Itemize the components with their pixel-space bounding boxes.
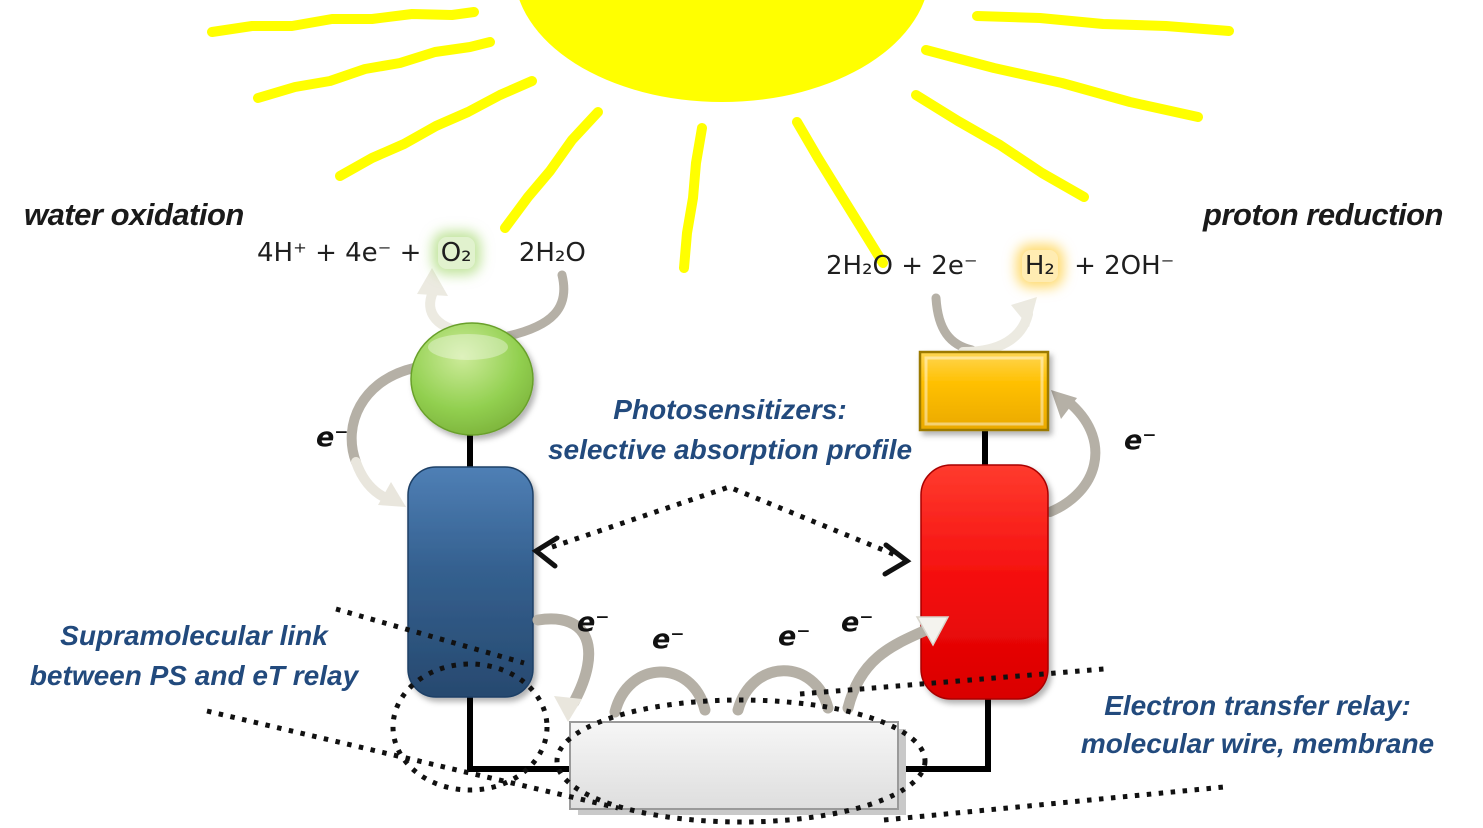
hydrogen-arrowhead bbox=[1011, 297, 1037, 327]
leader-line-relay-1 bbox=[799, 666, 1105, 697]
relay-highlight bbox=[554, 697, 928, 825]
supramolecular-note: Supramolecular link between PS and eT re… bbox=[10, 616, 378, 696]
photosensitizer-pointer-lines bbox=[551, 484, 899, 559]
oxidation-equation-rhs: 2H₂O bbox=[518, 238, 586, 268]
blue-to-relay-link bbox=[467, 694, 574, 772]
electron-label-hop-3: e⁻ bbox=[778, 621, 811, 652]
supramolecular-note-line2: between PS and eT relay bbox=[29, 660, 359, 691]
blue-photosensitizer-shape bbox=[407, 466, 534, 698]
relay-note-line1: Electron transfer relay: bbox=[1104, 690, 1411, 721]
oxygen-highlight: O₂ bbox=[437, 237, 475, 269]
proton-reduction-title: proton reduction bbox=[1203, 197, 1443, 232]
electron-label-hop-2: e⁻ bbox=[652, 624, 685, 655]
hydrogen-highlight: H₂ bbox=[1021, 250, 1058, 282]
catalyst-bevel bbox=[924, 356, 1044, 426]
hop1-arrowhead bbox=[554, 696, 582, 722]
electron-label-hop-1: e⁻ bbox=[577, 607, 610, 638]
electron-hop-arrows bbox=[532, 613, 930, 718]
reduction-catalyst-shape bbox=[918, 350, 1050, 432]
electron-label-left-cycle: e⁻ bbox=[316, 422, 349, 453]
photosensitizers-note-line2: selective absorption profile bbox=[547, 434, 913, 465]
supramolecular-link-highlight bbox=[390, 661, 550, 793]
arrowhead-to-blue bbox=[531, 535, 560, 569]
dotted-annotations bbox=[206, 484, 1225, 825]
electron-label-right-cycle: e⁻ bbox=[1124, 425, 1157, 456]
reduction-equation-rhs: + 2OH⁻ bbox=[1074, 251, 1175, 281]
electron-label-hop-4: e⁻ bbox=[841, 607, 874, 638]
water-in-arrow-right bbox=[931, 293, 977, 355]
hop-arrow-3 bbox=[732, 665, 834, 716]
red-photosensitizer-shape bbox=[920, 464, 1049, 700]
arrowhead-to-red bbox=[882, 542, 912, 577]
oxidation-equation-lhs: 4H⁺ + 4e⁻ + bbox=[257, 238, 422, 268]
pointer-arrowheads bbox=[531, 535, 912, 577]
oxidation-equation: 4H⁺ + 4e⁻ + O₂ 2H₂O bbox=[257, 237, 586, 269]
right-electron-arrowhead bbox=[1051, 390, 1077, 419]
hop-arrow-4 bbox=[842, 625, 930, 714]
photosensitizers-note-line1: Photosensitizers: bbox=[613, 394, 847, 425]
water-oxidation-title: water oxidation bbox=[24, 197, 244, 232]
catalyst-highlight bbox=[428, 334, 508, 360]
hop-arrow-1 bbox=[532, 613, 595, 708]
reduction-equation: 2H₂O + 2e⁻ H₂ + 2OH⁻ bbox=[826, 250, 1175, 282]
leader-line-relay-2 bbox=[883, 784, 1225, 823]
oxidation-catalyst-shape bbox=[410, 322, 534, 436]
sun-disk bbox=[519, 0, 925, 102]
relay-note-line2: molecular wire, membrane bbox=[1080, 728, 1435, 759]
photosensitizers-note: Photosensitizers: selective absorption p… bbox=[530, 390, 930, 470]
connectors bbox=[467, 428, 991, 772]
sun-rays bbox=[207, 7, 1234, 273]
red-to-relay-link bbox=[894, 696, 991, 772]
electron-relay-bar bbox=[569, 721, 899, 810]
supramolecular-note-line1: Supramolecular link bbox=[60, 620, 328, 651]
reduction-equation-lhs: 2H₂O + 2e⁻ bbox=[826, 251, 978, 281]
leader-line-supramolecular-1 bbox=[335, 606, 525, 666]
oxygen-arrowhead bbox=[417, 268, 448, 296]
cycle-arrows bbox=[346, 268, 1101, 517]
relay-note: Electron transfer relay: molecular wire,… bbox=[1060, 687, 1455, 763]
left-electron-cycle-arrow bbox=[346, 363, 419, 467]
right-electron-cycle-arrow bbox=[1045, 400, 1101, 517]
water-in-arrow bbox=[503, 270, 569, 341]
leader-line-supramolecular-2 bbox=[206, 708, 619, 811]
left-electron-arrowhead bbox=[378, 482, 406, 507]
sun-icon bbox=[207, 0, 1234, 273]
hop-arrow-2 bbox=[609, 666, 711, 718]
hop4-arrowhead bbox=[915, 616, 950, 647]
